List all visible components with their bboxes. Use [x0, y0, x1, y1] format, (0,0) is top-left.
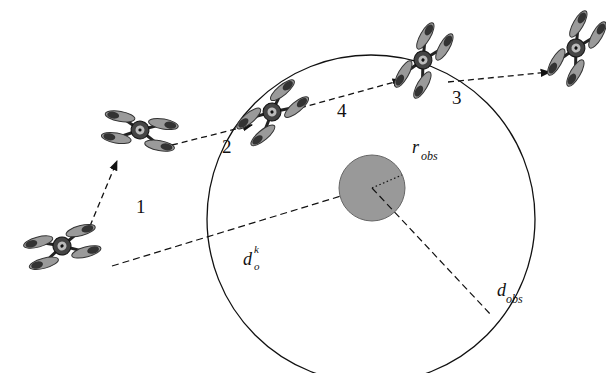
symbol-base: d	[243, 250, 252, 268]
quadcopter	[22, 222, 102, 272]
symbol-superscript: k	[254, 244, 259, 255]
path-arrow	[300, 80, 402, 108]
quadcopter	[545, 8, 606, 88]
safety-circle	[207, 55, 535, 373]
range-line	[372, 188, 492, 316]
distance-line	[112, 196, 341, 266]
step-number: 1	[136, 197, 146, 216]
symbol-base: d	[497, 281, 506, 299]
step-number: 3	[452, 88, 462, 107]
symbol-base: r	[412, 138, 419, 156]
quadcopter	[101, 109, 179, 153]
step-number: 2	[222, 137, 232, 156]
path-arrow	[90, 161, 117, 226]
path-arrow	[448, 72, 550, 82]
radius-line	[372, 175, 402, 188]
symbol-subscript: o	[254, 261, 260, 272]
step-number: 4	[337, 101, 347, 120]
quadcopter	[234, 77, 311, 149]
symbol-subscript: obs	[421, 150, 438, 162]
symbol-subscript: obs	[506, 293, 523, 305]
quadcopter	[392, 20, 457, 100]
